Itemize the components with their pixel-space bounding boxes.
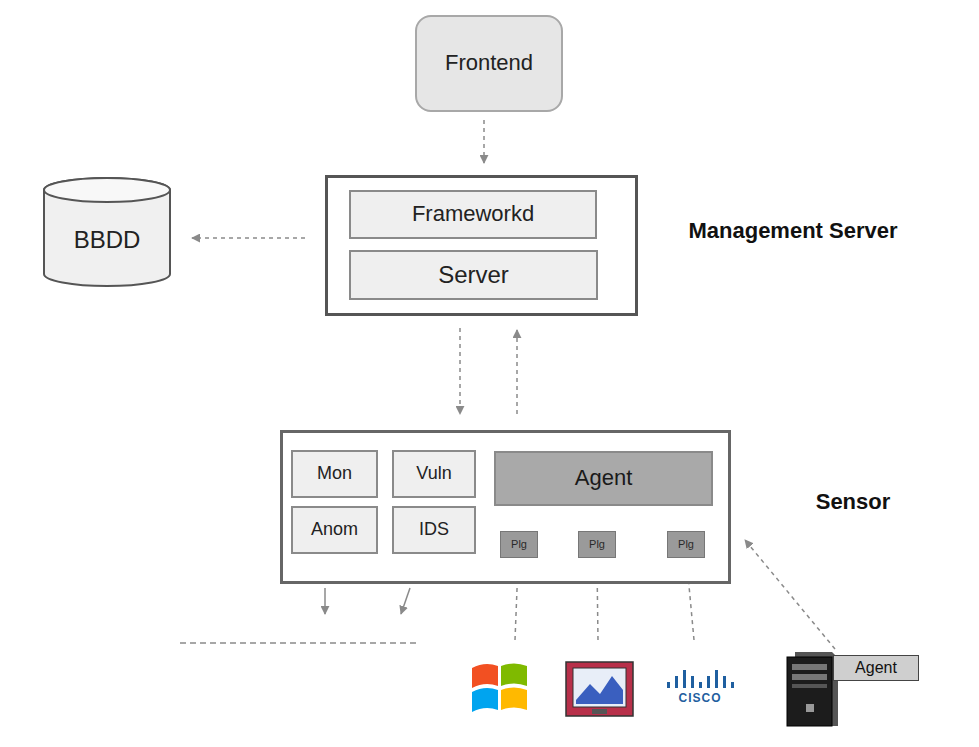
server-box: Management ServerFrameworkdServer bbox=[325, 175, 638, 316]
windows-logo bbox=[472, 664, 527, 713]
sensor-box: SensorMonVulnAgentAnomIDSPlgPlgPlg bbox=[280, 430, 731, 584]
logo-bar bbox=[675, 676, 678, 688]
monitor-screen bbox=[573, 668, 626, 707]
logo-pane bbox=[501, 664, 527, 687]
component-box: Anom bbox=[291, 506, 378, 554]
logo-bar bbox=[699, 682, 702, 688]
output-arrow bbox=[401, 588, 410, 614]
dashed-connector bbox=[745, 540, 835, 649]
logo-bar bbox=[707, 676, 710, 688]
logo-bar bbox=[667, 682, 670, 688]
agent-tag: Agent bbox=[833, 655, 919, 681]
drive-bay bbox=[792, 664, 827, 670]
component-label: Mon bbox=[317, 463, 352, 485]
component-heading: Management Server bbox=[686, 218, 900, 244]
dashed-connector bbox=[516, 330, 518, 414]
component-box: Server bbox=[349, 250, 598, 300]
output-arrow bbox=[324, 588, 326, 614]
logo-bar bbox=[715, 670, 718, 688]
plugin-box: Plg bbox=[667, 531, 705, 558]
logo-bar bbox=[691, 676, 694, 688]
component-label: Agent bbox=[575, 465, 633, 491]
database-cylinder: BBDD bbox=[42, 176, 172, 288]
component-heading: Sensor bbox=[788, 489, 918, 515]
power-button bbox=[806, 704, 814, 712]
component-box: Mon bbox=[291, 450, 378, 498]
frontend-box: Frontend bbox=[415, 15, 563, 112]
component-label: Vuln bbox=[416, 463, 451, 485]
component-box: Vuln bbox=[392, 450, 476, 498]
logo-text: CISCO bbox=[662, 691, 738, 705]
drive-bay bbox=[792, 674, 827, 680]
component-box: Frameworkd bbox=[349, 190, 597, 239]
screen-image bbox=[576, 676, 623, 704]
component-box: IDS bbox=[392, 506, 476, 554]
dashed-connector bbox=[459, 328, 461, 414]
dashed-connector bbox=[483, 120, 485, 163]
logo-pane bbox=[472, 688, 498, 712]
dashed-connector bbox=[192, 237, 305, 239]
logo-bar bbox=[731, 682, 734, 688]
component-label: Anom bbox=[311, 519, 358, 541]
monitor-frame bbox=[566, 662, 633, 716]
component-label: Frameworkd bbox=[412, 201, 534, 227]
drive-bay bbox=[792, 684, 827, 688]
monitor-base bbox=[592, 709, 607, 714]
component-label: Plg bbox=[589, 538, 605, 551]
component-label: Frontend bbox=[445, 50, 533, 76]
component-label: Server bbox=[438, 261, 509, 290]
agent-box: Agent bbox=[494, 451, 713, 506]
logo-pane bbox=[472, 664, 498, 688]
cylinder-body bbox=[44, 178, 170, 286]
plugin-box: Plg bbox=[500, 531, 538, 558]
component-label: BBDD bbox=[74, 226, 141, 255]
cylinder-top bbox=[44, 178, 170, 202]
logo-pane bbox=[501, 688, 527, 711]
monitor-icon bbox=[566, 662, 633, 716]
network-line bbox=[180, 642, 420, 644]
logo-bar bbox=[683, 670, 686, 688]
component-label: Plg bbox=[678, 538, 694, 551]
component-label: Plg bbox=[511, 538, 527, 551]
cisco-logo bbox=[667, 670, 734, 688]
component-label: Agent bbox=[855, 658, 897, 677]
server-front bbox=[787, 657, 832, 726]
logo-bar bbox=[723, 676, 726, 688]
component-label: IDS bbox=[419, 519, 449, 541]
plugin-box: Plg bbox=[578, 531, 616, 558]
server-icon bbox=[787, 652, 838, 726]
